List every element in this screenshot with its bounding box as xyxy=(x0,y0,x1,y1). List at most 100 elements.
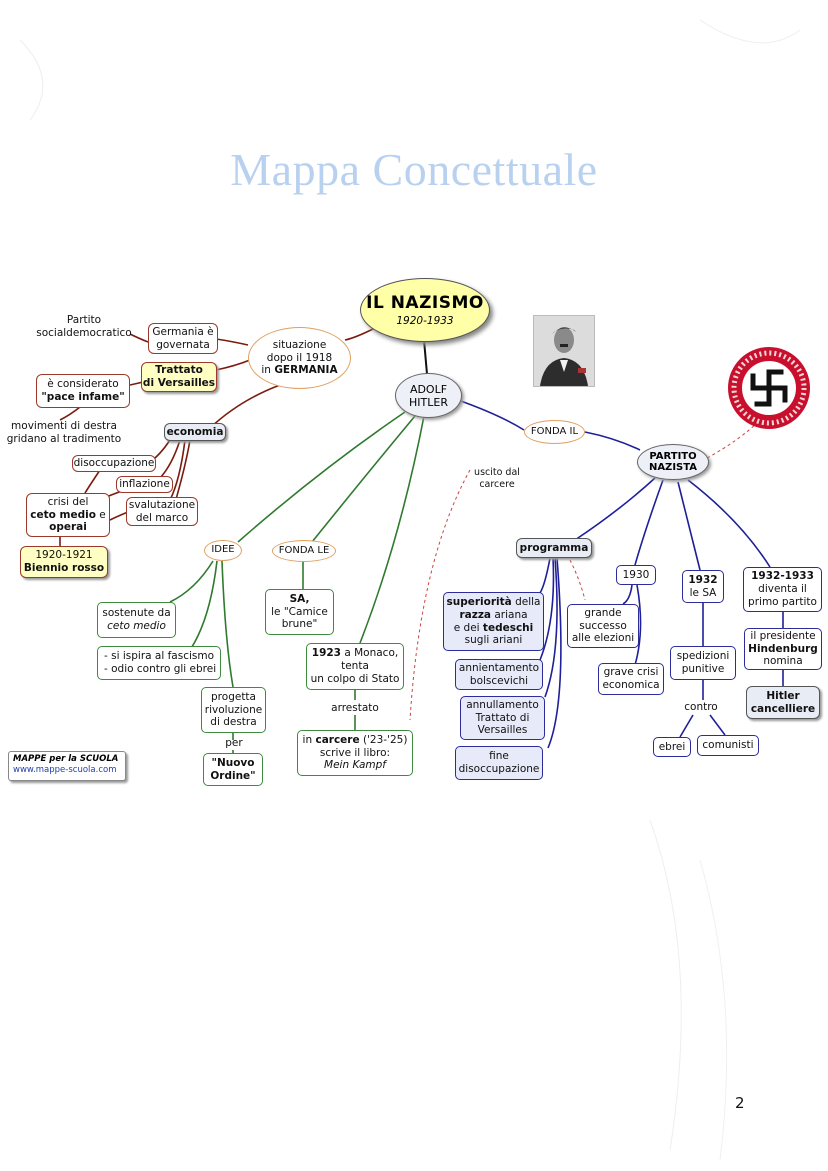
primo-partito-line2: diventa il xyxy=(758,583,807,596)
uscito-line2: carcere xyxy=(479,479,515,490)
situazione-line2: dopo il 1918 xyxy=(266,351,333,364)
nuovo-ordine-node: "Nuovo Ordine" xyxy=(203,753,263,786)
grande-successo-node: grande successo alle elezioni xyxy=(567,604,639,648)
considerato-line1: è considerato xyxy=(47,378,119,391)
fonda-il-label: FONDA IL xyxy=(530,425,579,437)
year-1930-label: 1930 xyxy=(622,568,650,581)
progetta-line2: rivoluzione xyxy=(204,703,263,716)
progetta-rivoluzione-node: progetta rivoluzione di destra xyxy=(201,687,266,733)
main-topic-node: IL NAZISMO 1920-1933 xyxy=(360,278,490,342)
sostenute-ceto-medio-node: sostenute da ceto medio xyxy=(97,602,176,638)
year-1930-node: 1930 xyxy=(616,565,656,585)
annullamento-line3: Versailles xyxy=(477,724,528,737)
primo-partito-node: 1932-1933 diventa il primo partito xyxy=(743,567,822,612)
ceto-medio-bold: ceto medio xyxy=(30,508,96,521)
svalutazione-line1: svalutazione xyxy=(128,498,196,511)
monaco-rest: a Monaco, xyxy=(341,647,399,660)
fonda-le-label: FONDA LE xyxy=(278,544,330,556)
grande-line3: alle elezioni xyxy=(571,632,635,645)
annientamento-line2: bolscevichi xyxy=(469,674,529,687)
monaco-colpo-stato-node: 1923 a Monaco, tenta un colpo di Stato xyxy=(306,643,404,690)
page-number: 2 xyxy=(735,1094,745,1112)
situazione-germania: GERMANIA xyxy=(274,364,338,377)
fine-disoccupazione-node: fine disoccupazione xyxy=(455,746,543,780)
hitler-line1: ADOLF xyxy=(409,382,448,396)
grave-line1: grave crisi xyxy=(603,666,659,679)
progetta-line3: di destra xyxy=(210,716,257,729)
situazione-line3: in GERMANIA xyxy=(261,364,337,377)
annientamento-line1: annientamento xyxy=(458,661,540,674)
main-topic-dates: 1920-1933 xyxy=(396,315,454,327)
superiorita-line2: razza ariana xyxy=(459,609,527,622)
cancelliere-line2: cancelliere xyxy=(750,702,816,715)
tedeschi-bold: tedeschi xyxy=(482,621,534,634)
crisi-suffix: e xyxy=(95,508,106,521)
razza-rest: ariana xyxy=(491,608,528,621)
inflazione-node: inflazione xyxy=(116,476,173,493)
situazione-node: situazione dopo il 1918 in GERMANIA xyxy=(248,327,351,389)
progetta-line1: progetta xyxy=(211,690,256,703)
year-1932-sa-node: 1932 le SA xyxy=(682,570,724,603)
pace-infame: "pace infame" xyxy=(41,391,125,403)
arrestato-text: arrestato xyxy=(331,701,379,714)
monaco-line1: 1923 a Monaco, xyxy=(312,647,398,660)
grande-line1: grande xyxy=(584,606,622,619)
credit-box: MAPPE per la SCUOLA www.mappe-scuola.com xyxy=(8,751,126,781)
year-1932-label: 1932 xyxy=(688,573,718,586)
programma-node: programma xyxy=(516,538,592,558)
tedeschi-prefix: e dei xyxy=(453,621,483,634)
superiorita-rest: della xyxy=(511,595,541,608)
spedizioni-line2: punitive xyxy=(681,663,725,675)
sostenute-line2: ceto medio xyxy=(107,620,166,632)
nuovo-ordine-line1: "Nuovo xyxy=(211,756,255,769)
situazione-line1: situazione xyxy=(272,338,327,351)
trattato-line2: di Versailles xyxy=(142,377,216,389)
programma-label: programma xyxy=(519,541,589,554)
movimenti-line2: gridano al tradimento xyxy=(6,433,122,445)
sa-line1: SA, xyxy=(289,592,310,605)
superiorita-line1: superiorità della xyxy=(447,596,541,609)
crisi-ceto-medio-node: crisi del ceto medio e operai xyxy=(26,493,110,537)
biennio-line1: 1920-1921 xyxy=(35,549,93,562)
fascismo-line2: - odio contro gli ebrei xyxy=(104,663,217,675)
uscito-carcere-label: uscito dal carcere xyxy=(467,466,527,492)
portrait-photo-icon xyxy=(534,316,594,386)
germania-line2: governata xyxy=(156,338,210,351)
disoccupazione-node: disoccupazione xyxy=(72,455,156,472)
annullamento-trattato-node: annullamento Trattato di Versailles xyxy=(460,696,545,740)
svalutazione-line2: del marco xyxy=(135,511,189,524)
hitler-cancelliere-node: Hitler cancelliere xyxy=(746,686,820,719)
superiorita-bold: superiorità xyxy=(446,595,512,608)
fine-line2: disoccupazione xyxy=(458,763,540,775)
main-topic-title: IL NAZISMO xyxy=(366,293,484,313)
mein-kampf: Mein Kampf xyxy=(324,759,386,772)
fine-line1: fine xyxy=(489,750,509,763)
sa-camice-brune-node: SA, le "Camice brune" xyxy=(265,589,334,635)
partito-socialdemocratico-label: Partito socialdemocratico xyxy=(36,313,132,341)
operai-bold: operai xyxy=(49,521,87,534)
adolf-hitler-node: ADOLF HITLER xyxy=(395,373,462,418)
carcere-line1: in carcere ('23-'25) xyxy=(303,734,408,747)
hindenburg-bold: Hindenburg xyxy=(748,642,818,655)
presidente-hindenburg-node: il presidente Hindenburg nomina xyxy=(744,628,822,670)
cancelliere-line1: Hitler xyxy=(766,689,800,702)
credit-url[interactable]: www.mappe-scuola.com xyxy=(13,765,117,776)
partito-sd-line1: Partito xyxy=(66,314,102,327)
fonda-il-node: FONDA IL xyxy=(524,420,585,444)
superiorita-line3: e dei tedeschi xyxy=(454,622,534,635)
trattato-line1: Trattato xyxy=(155,364,203,377)
razza-bold: razza xyxy=(459,608,492,621)
annientamento-node: annientamento bolscevichi xyxy=(455,659,543,690)
contro-text: contro xyxy=(684,700,718,713)
comunisti-node: comunisti xyxy=(697,735,759,756)
crisi-line1: crisi del xyxy=(47,495,89,508)
idee-label: IDEE xyxy=(211,544,235,556)
annullamento-line2: Trattato di xyxy=(475,711,530,724)
per-text: per xyxy=(225,736,243,749)
monaco-line3: un colpo di Stato xyxy=(310,672,400,685)
carcere-prefix: in xyxy=(302,733,316,746)
spedizioni-line1: spedizioni xyxy=(676,650,730,663)
partito-sd-line2: socialdemocratico xyxy=(36,327,132,339)
annullamento-line1: annullamento xyxy=(466,698,539,711)
